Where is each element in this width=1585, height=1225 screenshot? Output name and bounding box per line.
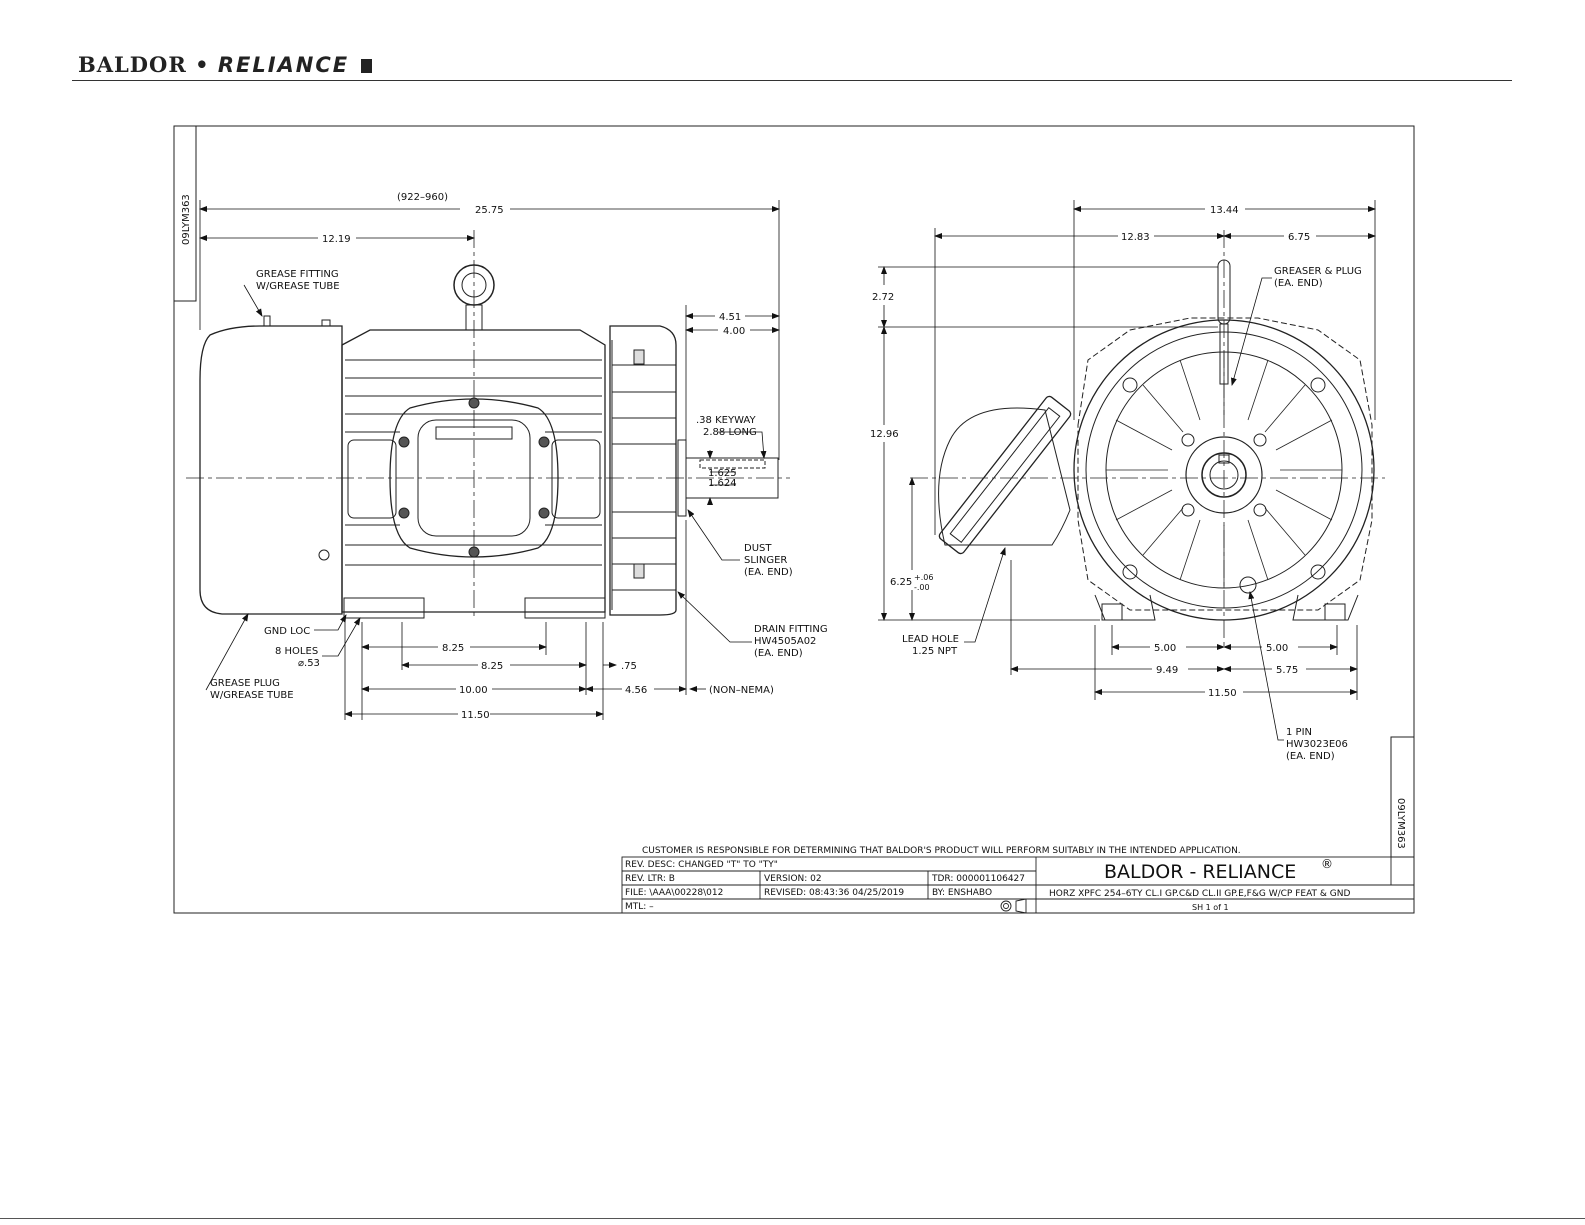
dim-foot-b: 8.25: [481, 661, 503, 672]
dim-base-c: 11.50: [461, 710, 490, 721]
dim-end-span-left: 9.49: [1156, 665, 1178, 676]
brand-mark-icon: [361, 59, 373, 73]
title-version: VERSION: 02: [764, 874, 822, 884]
end-view-labels: 13.44 12.83 6.75 2.72 12.96 6.25 +.06 -.…: [870, 205, 1362, 762]
drawing-id-tab-left: [173, 125, 197, 302]
header-rule: [72, 80, 1512, 81]
title-tdr: TDR: 000001106427: [931, 874, 1025, 884]
note-holes-1: 8 HOLES: [275, 646, 318, 657]
brand-reliance: RELIANCE: [217, 53, 350, 77]
projection-symbol-icon: [1000, 898, 1027, 914]
dim-foot-a: 8.25: [442, 643, 464, 654]
dim-end-left: 12.83: [1121, 232, 1150, 243]
dim-shaft-ext-b: 4.00: [723, 326, 745, 337]
title-rev-ltr: REV. LTR: B: [625, 874, 675, 884]
dim-base-b: 4.56: [625, 685, 647, 696]
dim-end-tol-plus: +.06: [914, 573, 933, 582]
dim-end-shaft-height: 6.25: [890, 577, 912, 588]
drawing-id-left: 09LYM363: [181, 194, 192, 245]
note-drain-1: DRAIN FITTING: [754, 624, 828, 635]
dim-end-height: 12.96: [870, 429, 899, 440]
side-view-dimensions: [199, 200, 780, 720]
note-grease-fitting-1: GREASE FITTING: [256, 269, 339, 280]
dim-to-centerline: 12.19: [322, 234, 351, 245]
title-company: BALDOR - RELIANCE: [1104, 861, 1296, 883]
dim-shaft-dia-a: 1.625: [708, 468, 737, 479]
note-plug-2: W/GREASE TUBE: [210, 690, 294, 701]
dim-end-right: 6.75: [1288, 232, 1310, 243]
note-drain-2: HW4505A02: [754, 636, 816, 647]
title-file: FILE: \AAA\00228\012: [625, 888, 723, 898]
note-plug-1: GREASE PLUG: [210, 678, 280, 689]
end-view: [910, 230, 1385, 650]
note-greaser-2: (EA. END): [1274, 278, 1323, 289]
dim-overall-range: (922–960): [397, 192, 448, 203]
title-description: HORZ XPFC 254–6TY CL.I GP.C&D CL.II GP.E…: [1049, 889, 1350, 899]
note-lead-1: LEAD HOLE: [902, 634, 959, 645]
note-lead-2: 1.25 NPT: [912, 646, 958, 657]
dim-shaft-dia-b: 1.624: [708, 478, 737, 489]
brand-logo: BALDOR • RELIANCE: [78, 52, 373, 77]
dim-shaft-ext-a: 4.51: [719, 312, 741, 323]
drawing-border: [173, 125, 1415, 914]
note-slinger-3: (EA. END): [744, 567, 793, 578]
title-registered-mark: ®: [1321, 857, 1333, 871]
note-slinger-1: DUST: [744, 543, 772, 554]
footer-rule: [0, 1218, 1585, 1219]
note-non-nema: (NON–NEMA): [709, 685, 774, 696]
title-sheet: SH 1 of 1: [1192, 903, 1229, 912]
note-drain-3: (EA. END): [754, 648, 803, 659]
dim-end-foot-right: 5.00: [1266, 643, 1288, 654]
dim-end-tol-minus: -.00: [914, 583, 930, 592]
dim-end-overall: 13.44: [1210, 205, 1239, 216]
title-by: BY: ENSHABO: [932, 888, 992, 898]
dim-overall: 25.75: [475, 205, 504, 216]
side-view: [186, 230, 790, 620]
title-disclaimer: CUSTOMER IS RESPONSIBLE FOR DETERMINING …: [642, 846, 1241, 856]
note-slinger-2: SLINGER: [744, 555, 787, 566]
title-rev-desc: REV. DESC: CHANGED "T" TO "TY": [625, 860, 778, 870]
note-greaser-1: GREASER & PLUG: [1274, 266, 1362, 277]
dim-end-base: 11.50: [1208, 688, 1237, 699]
dim-end-span-right: 5.75: [1276, 665, 1298, 676]
note-grease-fitting-2: W/GREASE TUBE: [256, 281, 340, 292]
note-keyway-2: 2.88 LONG: [703, 427, 757, 438]
dim-small: .75: [621, 661, 637, 672]
title-revised: REVISED: 08:43:36 04/25/2019: [764, 888, 904, 898]
side-view-labels: (922–960) 25.75 12.19 4.51 4.00 8.25 8.2…: [210, 192, 828, 721]
end-view-dimensions: [878, 200, 1376, 741]
note-gnd: GND LOC: [264, 626, 310, 637]
note-pin-1: 1 PIN: [1286, 727, 1312, 738]
title-block: CUSTOMER IS RESPONSIBLE FOR DETERMINING …: [621, 846, 1415, 914]
brand-baldor: BALDOR: [78, 52, 187, 77]
note-pin-3: (EA. END): [1286, 751, 1335, 762]
note-holes-2: ⌀.53: [298, 658, 320, 669]
note-keyway-1: .38 KEYWAY: [696, 415, 756, 426]
brand-dot: •: [195, 52, 210, 77]
drawing-id-right: 09LYM363: [1395, 798, 1406, 849]
dim-base-a: 10.00: [459, 685, 488, 696]
title-mtl: MTL: –: [625, 902, 654, 912]
dim-end-foot-left: 5.00: [1154, 643, 1176, 654]
note-pin-2: HW3023E06: [1286, 739, 1348, 750]
dim-end-top-ext: 2.72: [872, 292, 894, 303]
